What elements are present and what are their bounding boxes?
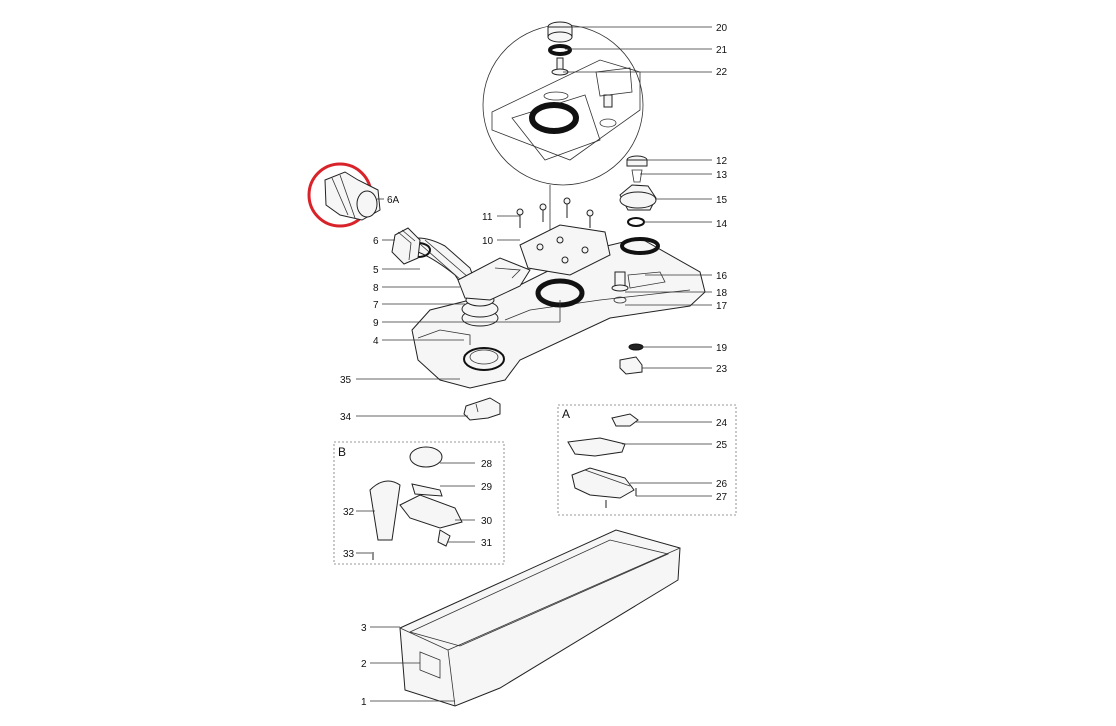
- callout-35: 35: [340, 375, 352, 386]
- callout-24: 24: [716, 418, 728, 429]
- plate-10: [516, 197, 611, 276]
- part-19: [628, 343, 644, 351]
- panel-b-label: B: [338, 445, 346, 459]
- callout-33: 33: [343, 549, 355, 560]
- callout-1: 1: [361, 697, 367, 708]
- callout-30: 30: [481, 516, 493, 527]
- panel-b: [333, 441, 505, 565]
- callout-17: 17: [716, 301, 728, 312]
- lever-8: [457, 257, 531, 301]
- callout-25: 25: [716, 440, 728, 451]
- valve-17: [611, 271, 666, 304]
- callout-13: 13: [716, 170, 728, 181]
- detail-magnifier: [482, 21, 644, 186]
- callout-18: 18: [716, 288, 728, 299]
- callout-15: 15: [716, 195, 728, 206]
- callout-3: 3: [361, 623, 367, 634]
- callout-23: 23: [716, 364, 728, 375]
- callout-7: 7: [373, 300, 379, 311]
- callout-6a: 6A: [387, 195, 400, 206]
- callout-14: 14: [716, 219, 728, 230]
- callout-11: 11: [482, 212, 493, 223]
- callout-22: 22: [716, 67, 728, 78]
- callout-8: 8: [373, 283, 379, 294]
- callout-10: 10: [482, 236, 494, 247]
- callout-26: 26: [716, 479, 728, 490]
- callout-28: 28: [481, 459, 493, 470]
- callout-5: 5: [373, 265, 379, 276]
- callout-2: 2: [361, 659, 367, 670]
- callout-29: 29: [481, 482, 493, 493]
- callout-16: 16: [716, 271, 728, 282]
- valve-assembly: [619, 155, 660, 255]
- callout-6: 6: [373, 236, 379, 247]
- callout-9: 9: [373, 318, 379, 329]
- panel-a-label: A: [562, 407, 570, 421]
- highlight-6a: [307, 162, 381, 228]
- callout-4: 4: [373, 336, 379, 347]
- part-23: [619, 356, 643, 375]
- callout-20: 20: [716, 23, 728, 34]
- callout-12: 12: [716, 156, 728, 167]
- callout-34: 34: [340, 412, 352, 423]
- leader-lines: [356, 26, 712, 702]
- callout-21: 21: [716, 45, 728, 56]
- holding-tank: [399, 529, 681, 707]
- callout-32: 32: [343, 507, 355, 518]
- callout-19: 19: [716, 343, 728, 354]
- callout-27: 27: [716, 492, 728, 503]
- part-34: [463, 397, 501, 421]
- callout-31: 31: [481, 538, 493, 549]
- panel-a: [557, 404, 737, 516]
- callout-labels: 20 21 22 12 13 15 14 16 18 17 19 23 11 1…: [340, 23, 728, 708]
